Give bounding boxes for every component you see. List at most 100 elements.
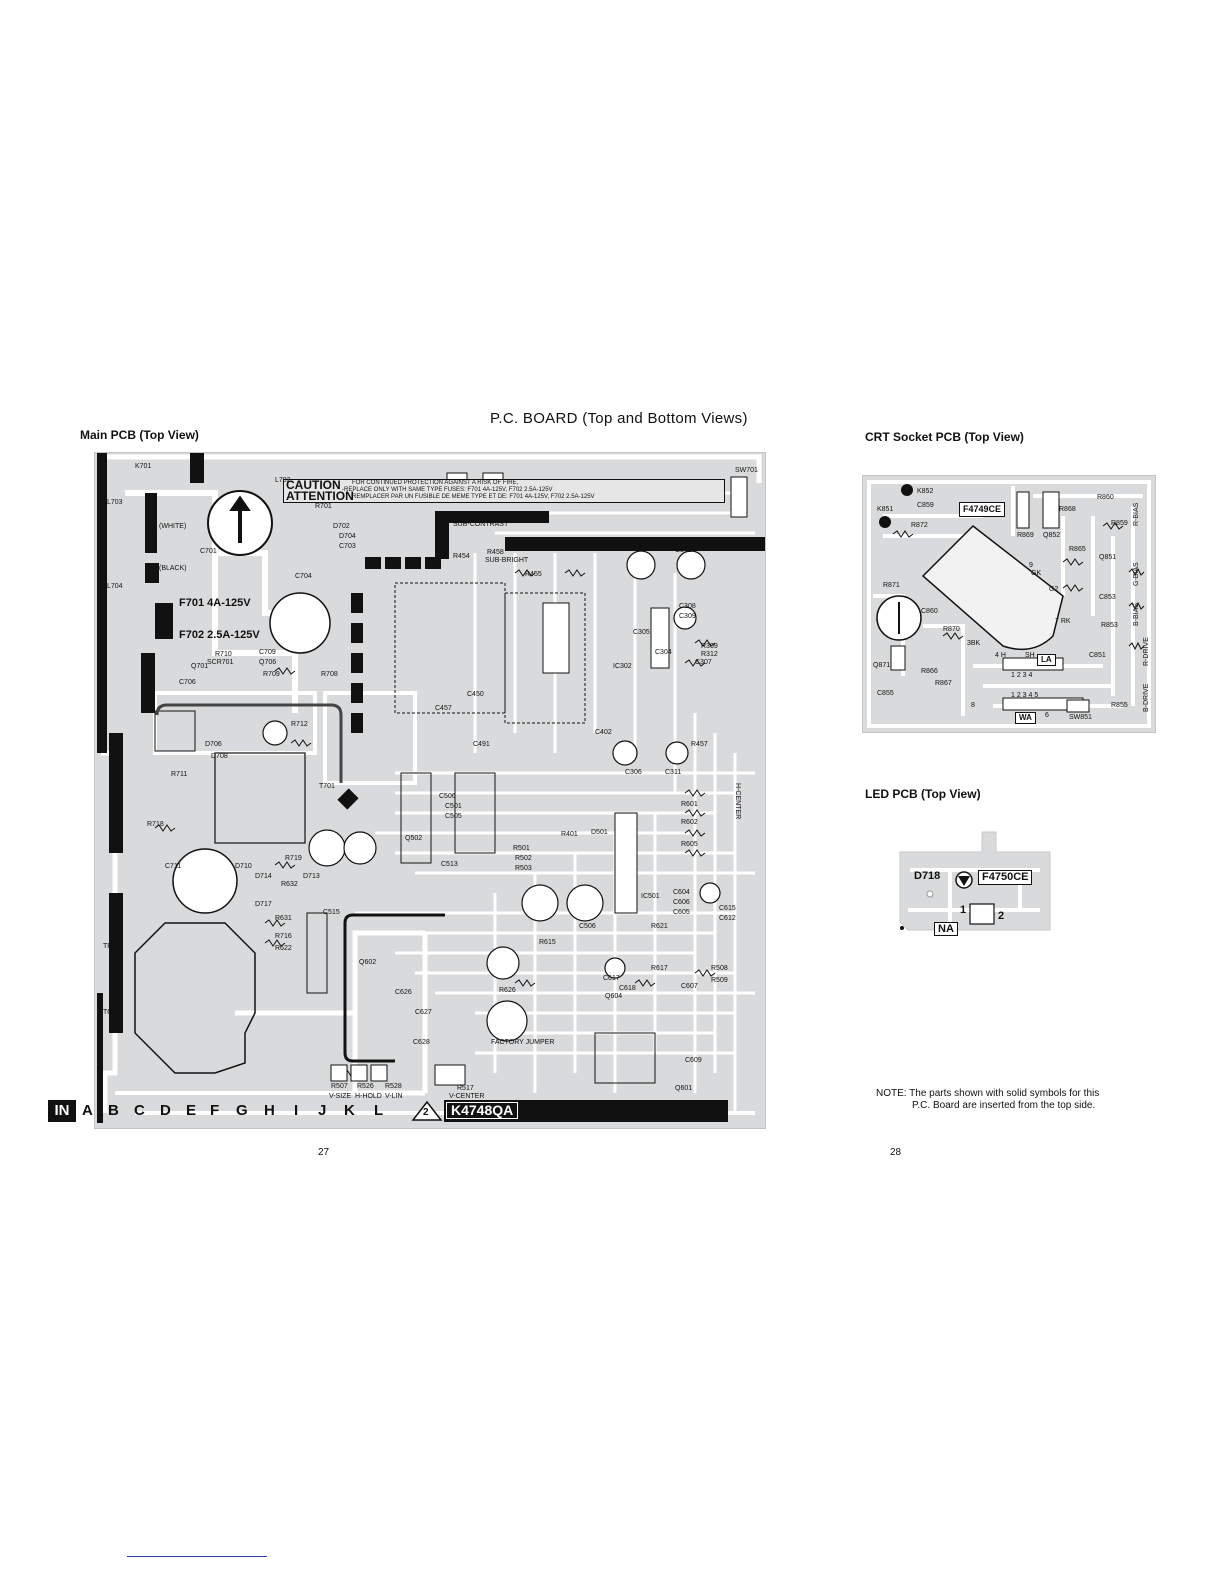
label-r454: R454 (453, 553, 470, 560)
crt-pin9: 9 (1029, 562, 1033, 569)
grid-letter-c: C (134, 1102, 145, 1119)
led-pin1: 1 (960, 904, 967, 916)
crt-label-r871: R871 (883, 582, 900, 589)
caution-box: CAUTION ATTENTION FOR CONTINUED PROTECTI… (283, 479, 725, 503)
crt-pcb-traces (867, 480, 1151, 728)
label-c491: C491 (473, 741, 490, 748)
label-ic302: IC302 (613, 663, 632, 670)
crt-label-r853: R853 (1101, 622, 1118, 629)
caution-line2: -REPLACE ONLY WITH SAME TYPE FUSES: F701… (342, 487, 553, 493)
label-r312: R312 (701, 651, 718, 658)
label-r712: R712 (291, 721, 308, 728)
led-na-box: NA (934, 922, 958, 936)
label-c627: C627 (415, 1009, 432, 1016)
part-number-bar: K4748QA (444, 1100, 728, 1122)
label-d714: D714 (255, 873, 272, 880)
label-d713: D713 (303, 873, 320, 880)
crt-label-rk: 7 RK (1055, 618, 1071, 625)
label-r719: R719 (285, 855, 302, 862)
label-q502: Q502 (405, 835, 423, 842)
crt-label-h: 4 H (995, 652, 1006, 659)
crt-label-r865: R865 (1069, 546, 1086, 553)
crt-label-r868: R868 (1059, 506, 1076, 513)
main-pcb-traces (97, 453, 765, 1123)
label-r309: R309 (701, 643, 718, 650)
link-underline[interactable] (127, 1556, 267, 1557)
label-c706: C706 (179, 679, 196, 686)
label-c628: C628 (413, 1039, 430, 1046)
label-c305: C305 (633, 629, 650, 636)
label-r501: R501 (513, 845, 530, 852)
grid-letter-k: K (344, 1102, 355, 1119)
led-label-d718: D718 (914, 870, 941, 882)
label-c703: C703 (339, 543, 356, 550)
label-r711: R711 (171, 771, 188, 778)
label-c308: C308 (679, 603, 696, 610)
label-d708: D708 (211, 753, 228, 760)
label-c701: C701 (200, 548, 217, 555)
label-v-size: V-SIZE (329, 1093, 352, 1100)
led-pcb-board: D718 F4750CE NA 1 2 (890, 830, 1060, 950)
label-c306: C306 (625, 769, 642, 776)
crt-label-q851: Q851 (1099, 554, 1117, 561)
main-pcb-board: CAUTION ATTENTION FOR CONTINUED PROTECTI… (94, 452, 766, 1129)
crt-label-b-drive: B-DRIVE (1143, 683, 1150, 712)
label-h-hold: H-HOLD (355, 1093, 382, 1100)
grid-letter-d: D (160, 1102, 171, 1119)
grid-letter-f: F (210, 1102, 220, 1119)
crt-label-b-bias: B-BIAS (1133, 603, 1140, 626)
label-c612: C612 (719, 915, 736, 922)
label-d706: D706 (205, 741, 222, 748)
grid-letter-a: A (82, 1102, 93, 1119)
crt-label-k851: K851 (877, 506, 894, 513)
label-c303: C303 (635, 545, 652, 552)
crt-label-q852: Q852 (1043, 532, 1061, 539)
label-c506: C506 (439, 793, 456, 800)
grid-letter-l: L (374, 1102, 384, 1119)
label-r502: R502 (515, 855, 532, 862)
crt-pin8: 8 (971, 702, 975, 709)
label-r615: R615 (539, 939, 556, 946)
label-v-center: V-CENTER (449, 1093, 485, 1100)
crt-la-box: LA (1037, 654, 1056, 666)
crt-label-c853: C853 (1099, 594, 1116, 601)
label-factory-jumper: FACTORY JUMPER (491, 1039, 555, 1046)
crt-label-bk: 3BK (967, 640, 981, 647)
label-r716: R716 (275, 933, 292, 940)
label-d501: D501 (591, 829, 608, 836)
label-t602: T602 (103, 1009, 119, 1016)
crt-label-sh: SH (1025, 652, 1035, 659)
label-white: (WHITE) (159, 523, 187, 530)
label-ic501: IC501 (641, 893, 660, 900)
label-d717: D717 (255, 901, 272, 908)
label-c607: C607 (681, 983, 698, 990)
label-l704: L704 (107, 583, 123, 590)
crt-wa-box: WA (1015, 712, 1036, 724)
crt-label-r867: R867 (935, 680, 952, 687)
label-c505: C505 (445, 813, 462, 820)
label-r602: R602 (681, 819, 698, 826)
crt-pins-top: 1 2 3 4 (1011, 672, 1033, 679)
label-c515: C515 (323, 909, 340, 916)
crt-label-gk: GK (1031, 570, 1042, 577)
crt-label-g2: G2 (1049, 586, 1059, 593)
label-c606: C606 (673, 899, 690, 906)
label-r605: R605 (681, 841, 698, 848)
label-c506b: C506 (579, 923, 596, 930)
crt-part-number-box: F4749CE (959, 502, 1006, 517)
label-c450: C450 (467, 691, 484, 698)
label-sub-bright: SUB-BRIGHT (485, 557, 529, 564)
label-r526: R526 (357, 1083, 374, 1090)
label-d710: D710 (235, 863, 252, 870)
label-k701: K701 (135, 463, 152, 470)
label-r458: R458 (487, 549, 504, 556)
crt-label-r860: R860 (1097, 494, 1114, 501)
label-r718: R718 (147, 821, 164, 828)
label-r503: R503 (515, 865, 532, 872)
label-sw701: SW701 (735, 467, 758, 474)
label-r507: R507 (331, 1083, 348, 1090)
label-tp01: TP01 (103, 943, 120, 950)
label-r709: R709 (263, 671, 280, 678)
label-r457: R457 (691, 741, 708, 748)
main-pcb-grid-row: IN A B C D E F G H I J K L 2 K4748QA (48, 1100, 728, 1124)
